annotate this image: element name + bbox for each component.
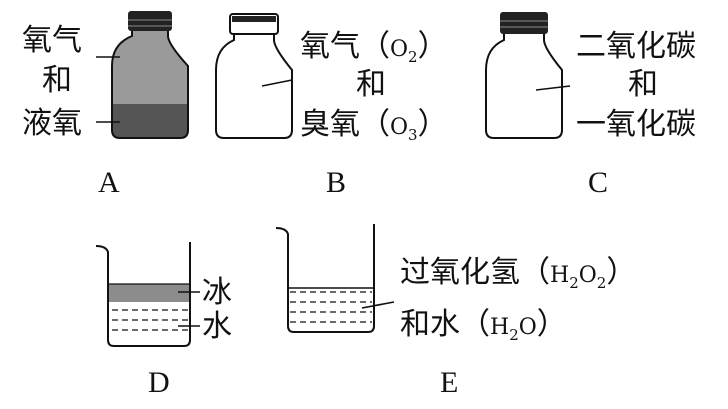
bottle-c-line1: 二氧化碳 [576, 29, 696, 64]
bottle-c-line3: 一氧化碳 [576, 107, 696, 142]
bottle-c-line2: 和 [628, 67, 658, 102]
bottle-b-line1: 氧气（O2） [300, 29, 448, 66]
bottle-a-label-mid: 和 [42, 63, 72, 98]
bottle-c: 二氧化碳 和 一氧化碳 C [485, 12, 696, 199]
bottle-b: 氧气（O2） 和 臭氧（O3） B [215, 13, 448, 199]
beaker-d-outline [95, 242, 191, 347]
bottle-a-gas [112, 30, 188, 104]
bottle-b-outline [215, 34, 293, 139]
bottle-a-liquid [112, 104, 188, 138]
bottle-a-outline [111, 30, 189, 139]
bottle-a-caption: A [98, 166, 120, 199]
beaker-e-leader [361, 301, 395, 309]
bottle-b-leader [261, 79, 293, 87]
beaker-d-water [112, 309, 188, 331]
beaker-e-line2: 和水（H2O） [400, 307, 567, 344]
beaker-d-label-water: 水 [202, 309, 232, 344]
bottle-b-line3: 臭氧（O3） [300, 107, 448, 144]
beaker-e-outline [275, 224, 375, 333]
beaker-e-caption: E [440, 366, 458, 399]
bottle-b-caption: B [326, 166, 346, 199]
beaker-e: 过氧化氢（H2O2） 和水（H2O） E [275, 224, 636, 399]
bottle-b-line2: 和 [356, 67, 386, 102]
beaker-d-caption: D [148, 366, 170, 399]
bottle-c-outline [485, 34, 563, 139]
beaker-d: 冰 水 D [95, 242, 232, 399]
beaker-d-label-ice: 冰 [202, 275, 232, 310]
beaker-e-liquid [290, 291, 372, 323]
bottle-a-stopper [128, 11, 172, 31]
bottle-c-leader [535, 85, 571, 91]
bottle-c-stopper [500, 12, 548, 34]
bottle-a-label-bottom: 液氧 [22, 106, 82, 141]
beaker-e-line1: 过氧化氢（H2O2） [400, 255, 636, 292]
bottle-a: 氧气 和 液氧 A [22, 11, 189, 199]
beaker-d-ice [108, 284, 190, 302]
bottle-a-label-top: 氧气 [22, 23, 82, 58]
bottle-c-caption: C [588, 166, 608, 199]
